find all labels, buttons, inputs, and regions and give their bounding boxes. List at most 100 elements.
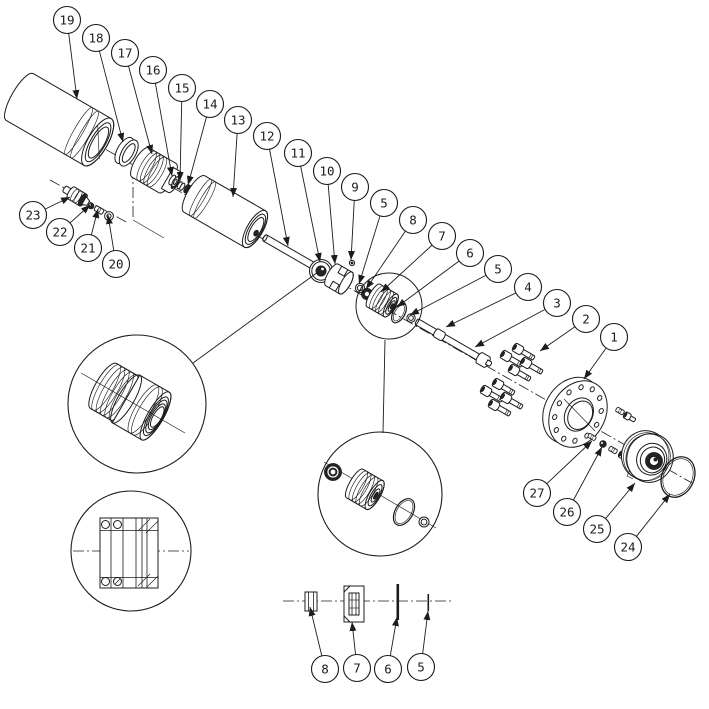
callout-balloon — [522, 478, 552, 508]
callout-number: 1 — [610, 329, 618, 344]
callout-17: 17 — [110, 38, 154, 155]
cylinder-tube — [4, 72, 115, 167]
inner-cylinder — [181, 174, 269, 249]
callout-1: 1 — [583, 322, 629, 380]
callout-23: 23 — [18, 196, 71, 230]
callout-number: 5 — [380, 195, 388, 210]
callout-balloon — [342, 653, 372, 683]
leader-line — [44, 196, 71, 210]
callout-number: 13 — [230, 112, 245, 127]
callout-balloon — [167, 73, 197, 103]
callout-20: 20 — [101, 214, 131, 279]
seal-ring — [114, 136, 139, 167]
callout-14: 14 — [186, 89, 225, 186]
callout-8: 8 — [365, 205, 428, 290]
leader-line — [389, 616, 399, 656]
port-fitting — [62, 185, 91, 207]
set-screws — [587, 406, 638, 463]
callout-balloon — [310, 654, 340, 684]
leader-line — [300, 166, 322, 263]
callout-3: 3 — [474, 288, 572, 348]
callout-balloon — [283, 138, 313, 168]
callout-balloon — [223, 105, 253, 135]
small-ring — [176, 181, 186, 191]
callout-balloon — [101, 249, 131, 279]
callout-balloon — [252, 121, 282, 151]
callout-16: 16 — [138, 55, 174, 177]
detail-view-gland — [67, 271, 319, 474]
callout-balloon — [455, 238, 485, 268]
callout-balloon — [81, 23, 111, 53]
callout-22: 22 — [45, 204, 91, 247]
callout-number: 23 — [25, 207, 40, 222]
callout-balloon — [613, 532, 643, 562]
callout-26: 26 — [552, 446, 603, 527]
leader-line — [176, 101, 184, 182]
callout-number: 18 — [88, 30, 103, 45]
callout-balloon — [552, 497, 582, 527]
backup-ring-b — [406, 313, 416, 323]
callout-8: 8 — [308, 606, 340, 684]
callout-number: 20 — [108, 256, 123, 271]
callout-25: 25 — [582, 482, 636, 544]
leader-line — [90, 208, 100, 236]
callout-number: 25 — [589, 521, 604, 536]
callout-balloon — [542, 288, 572, 318]
detail-view-section — [70, 490, 192, 612]
callout-balloon — [582, 514, 612, 544]
callout-balloon — [369, 188, 399, 218]
detail-circle-small — [355, 272, 423, 340]
callout-number: 12 — [259, 128, 274, 143]
leader-line — [539, 326, 576, 352]
leader-line — [380, 244, 433, 293]
callout-number: 22 — [52, 224, 67, 239]
callout-balloon — [52, 5, 82, 35]
piston-head — [621, 430, 674, 483]
callout-balloon — [18, 200, 48, 230]
leader-line — [365, 230, 406, 290]
callout-27: 27 — [522, 440, 593, 508]
callout-6: 6 — [396, 238, 485, 308]
callout-5: 5 — [358, 188, 399, 285]
leader-line — [327, 184, 338, 265]
callout-number: 5 — [417, 659, 425, 674]
callout-5: 5 — [409, 254, 513, 316]
callout-6: 6 — [373, 616, 403, 684]
callout-19: 19 — [52, 5, 82, 100]
callout-18: 18 — [81, 23, 125, 143]
callout-balloon — [195, 89, 225, 119]
callout-number: 8 — [409, 212, 417, 227]
leader-line — [474, 308, 546, 348]
callout-7: 7 — [380, 221, 457, 293]
leader-line — [358, 215, 381, 285]
leader-line — [445, 292, 517, 328]
leader-line — [573, 446, 603, 501]
callout-7: 7 — [342, 621, 372, 683]
callout-balloon — [312, 156, 342, 186]
callout-4: 4 — [445, 272, 543, 328]
callout-number: 16 — [145, 62, 160, 77]
section-strip — [283, 584, 452, 623]
callout-24: 24 — [613, 493, 671, 562]
piston-rod — [262, 234, 316, 270]
callout-balloon — [483, 254, 513, 284]
callout-number: 7 — [438, 228, 446, 243]
callout-number: 9 — [351, 179, 359, 194]
mounting-flange — [542, 376, 608, 448]
washer-section — [304, 591, 318, 612]
callout-number: 10 — [319, 163, 334, 178]
callout-5: 5 — [406, 610, 436, 682]
leader-line — [68, 33, 80, 100]
callout-balloon — [138, 55, 168, 85]
callout-number: 14 — [202, 96, 217, 111]
leader-line — [347, 200, 355, 261]
ring-section — [396, 584, 400, 620]
callout-number: 6 — [384, 661, 392, 676]
callout-13: 13 — [223, 105, 253, 198]
callout-21: 21 — [73, 208, 103, 263]
leader-line — [154, 83, 174, 177]
gland-head — [130, 146, 182, 194]
callout-15: 15 — [167, 73, 197, 182]
thin-ring-section — [427, 594, 430, 611]
